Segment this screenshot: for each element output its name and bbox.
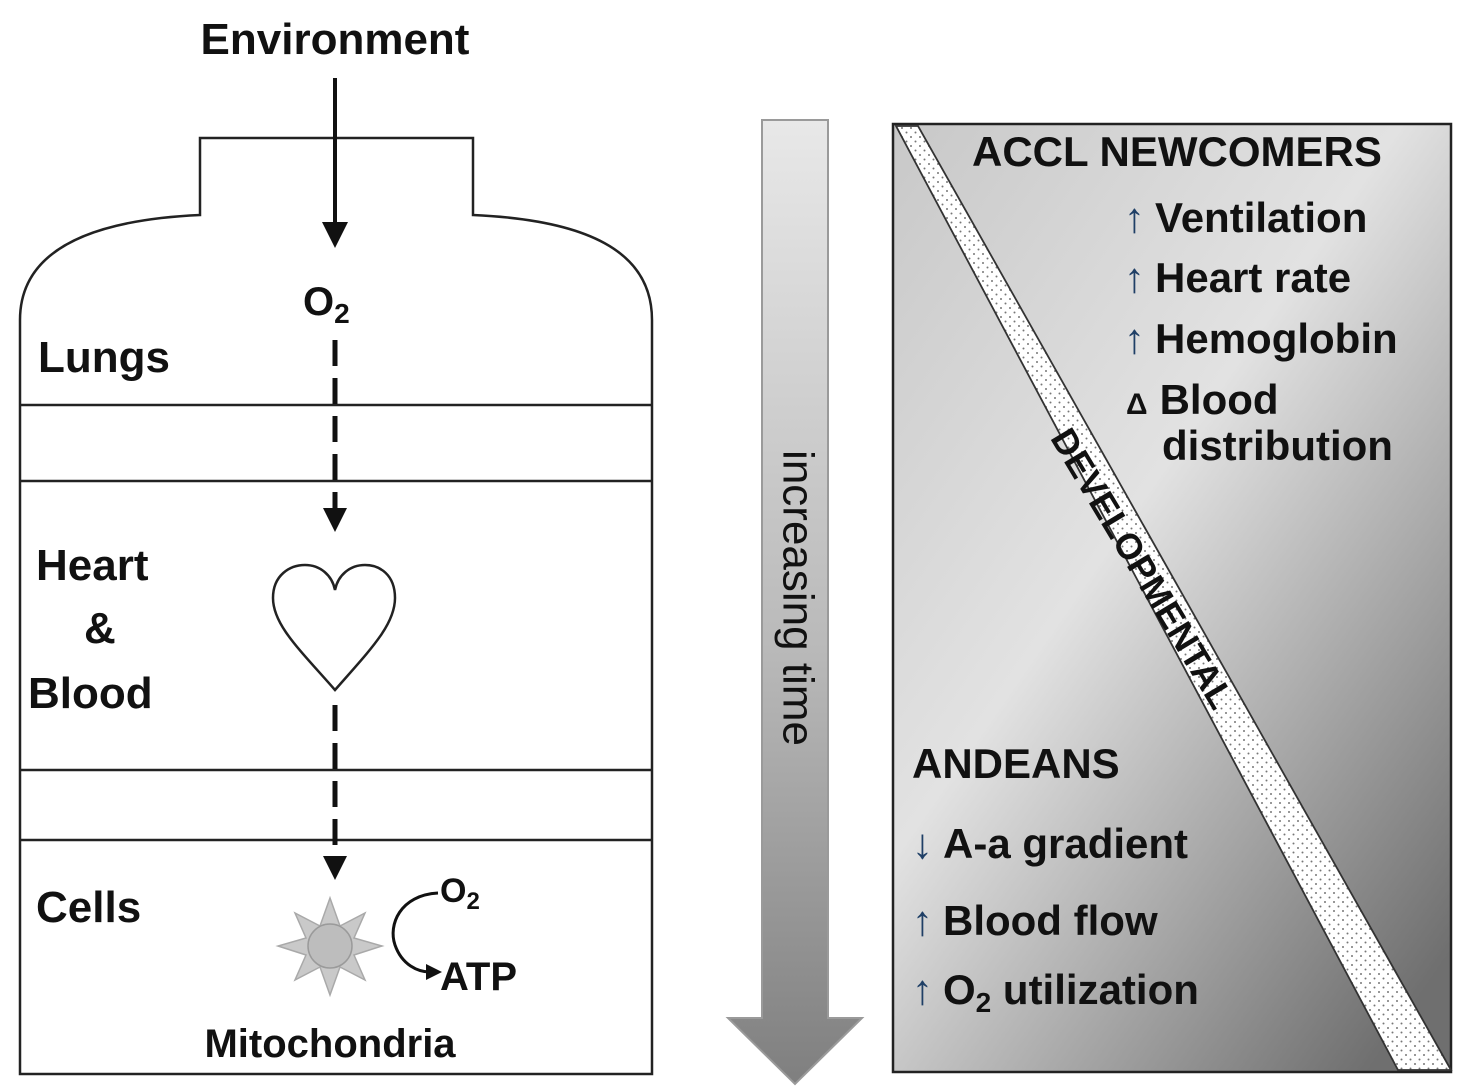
adaptation-panel: DEVELOPMENTAL ACCL NEWCOMERS ↑Ventilatio… (891, 122, 1453, 1074)
up-arrow-icon: ↑ (1124, 194, 1145, 241)
heart-label-3: Blood (28, 669, 153, 718)
time-arrow-shape (725, 119, 865, 1086)
bottom-item-blood-flow: ↑Blood flow (912, 897, 1158, 944)
heart-to-cells-arrow-head (323, 856, 347, 880)
up-arrow-icon: ↑ (1124, 315, 1145, 362)
o2-to-atp-arrow-head (426, 964, 442, 980)
o2-main-label: O2 (303, 280, 350, 329)
time-arrow-label: increasing time (773, 450, 822, 746)
o2-to-atp-arrow (391, 891, 439, 974)
heart-label-1: Heart (36, 541, 149, 590)
andeans-heading: ANDEANS (912, 740, 1120, 787)
cells-label: Cells (36, 883, 141, 932)
up-arrow-icon: ↑ (1124, 254, 1145, 301)
mitochondria-label: Mitochondria (204, 1022, 456, 1066)
heart-icon (271, 563, 397, 692)
time-arrow: increasing time (725, 119, 865, 1086)
environment-label: Environment (201, 15, 470, 64)
lungs-to-heart-arrow-head (323, 508, 347, 532)
bottom-item-aa-gradient: ↓A-a gradient (912, 820, 1188, 867)
o2-cell-label: O2 (440, 872, 480, 915)
top-item-heart-rate: ↑Heart rate (1124, 254, 1351, 301)
up-arrow-icon: ↑ (912, 966, 933, 1013)
lungs-label: Lungs (38, 333, 170, 382)
developmental-band (894, 125, 1453, 1071)
top-item-blood-distribution-cont: distribution (1162, 422, 1393, 469)
up-arrow-icon: ↑ (912, 897, 933, 944)
accl-newcomers-heading: ACCL NEWCOMERS (972, 128, 1382, 175)
delta-icon: Δ (1126, 388, 1148, 421)
environment-arrow-head (322, 222, 348, 248)
down-arrow-icon: ↓ (912, 820, 933, 867)
atp-label: ATP (440, 955, 517, 999)
top-item-ventilation: ↑Ventilation (1124, 194, 1367, 241)
organism-panel: Environment O2 Lungs Heart & Blood Cells… (18, 15, 654, 1076)
heart-label-2: & (84, 604, 116, 653)
bottom-item-o2-utilization: ↑O2 utilization (912, 966, 1199, 1018)
mitochondria-core (307, 923, 353, 969)
top-item-hemoglobin: ↑Hemoglobin (1124, 315, 1398, 362)
